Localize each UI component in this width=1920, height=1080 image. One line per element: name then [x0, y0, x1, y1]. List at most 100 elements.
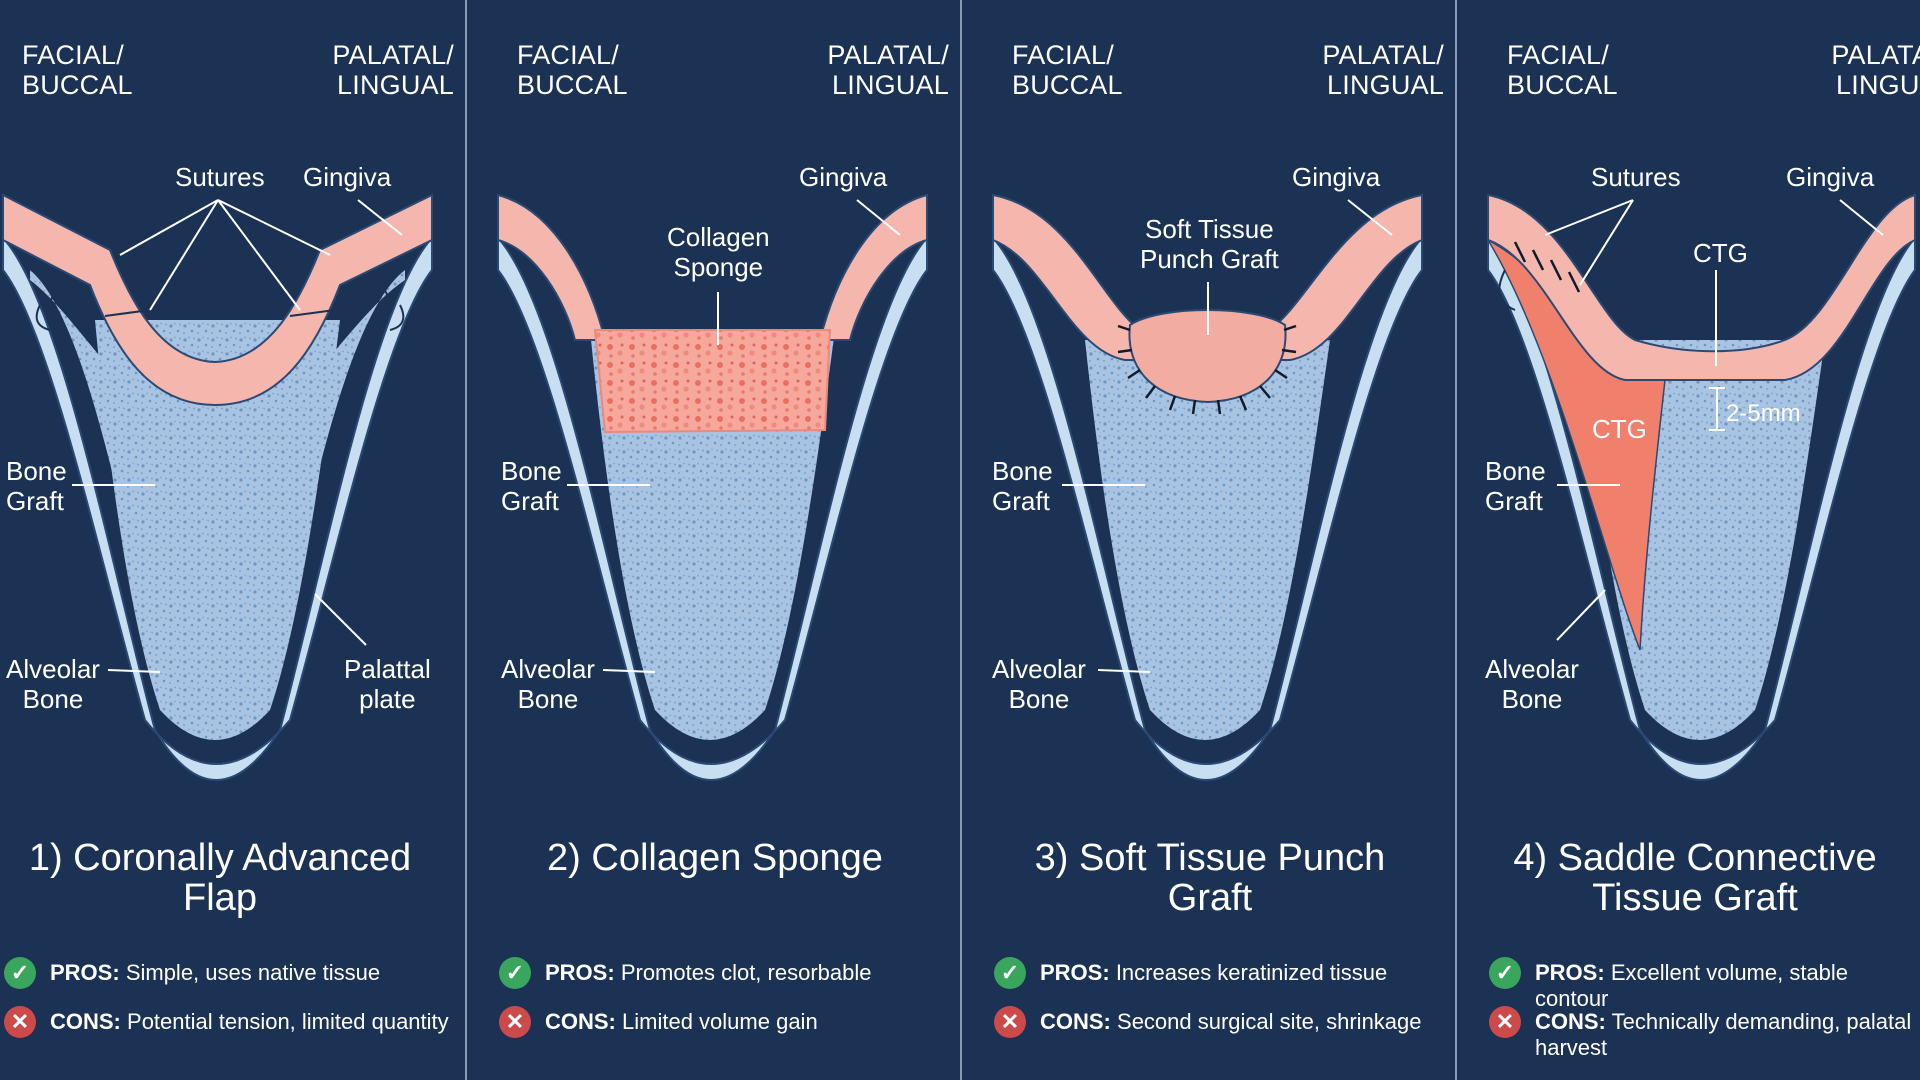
punch-graft-line-1: Soft Tissue	[1145, 214, 1274, 244]
x-icon: ✕	[499, 1006, 531, 1038]
bone-graft-label: Bone Graft	[992, 456, 1053, 516]
title-line-1: 3) Soft Tissue Punch Graft	[1034, 837, 1386, 919]
palatal-plate-line-2: plate	[359, 684, 416, 714]
ctg-top-label: CTG	[1693, 238, 1748, 268]
check-icon: ✓	[994, 957, 1026, 989]
facial-line-2: BUCCAL	[22, 70, 133, 100]
cons-label: CONS:	[1535, 1009, 1606, 1034]
pros-label: PROS:	[545, 960, 615, 985]
facial-line-1: FACIAL/	[517, 40, 619, 70]
pros-label: PROS:	[1535, 960, 1605, 985]
check-icon: ✓	[4, 957, 36, 989]
palatal-line-2: LINGUAL	[1836, 70, 1920, 100]
cons-value: Second surgical site, shrinkage	[1117, 1009, 1422, 1034]
palatal-lingual-label: PALATAL/ LINGUAL	[332, 40, 454, 100]
pros-value: Promotes clot, resorbable	[620, 960, 872, 985]
collagen-line-1: Collagen	[667, 222, 770, 252]
pros-value: Excellent volume, stable contour	[1535, 960, 1849, 1011]
cons-label: CONS:	[50, 1009, 121, 1034]
bone-graft-label: Bone Graft	[1485, 456, 1546, 516]
bone-graft-line-2: Graft	[6, 486, 64, 516]
panel-title: 3) Soft Tissue Punch Graft	[990, 838, 1430, 918]
title-line-1: 1) Coronally Advanced Flap	[28, 837, 412, 919]
cons-value-line-2: harvest	[1535, 1035, 1608, 1060]
cons-row: ✕ CONS: Limited volume gain	[499, 1006, 969, 1038]
x-icon: ✕	[1489, 1006, 1521, 1038]
bone-graft-line-1: Bone	[6, 456, 67, 486]
bone-graft-line-1: Bone	[992, 456, 1053, 486]
facial-buccal-label: FACIAL/ BUCCAL	[1012, 40, 1123, 100]
cons-value: Limited volume gain	[622, 1009, 818, 1034]
alveolar-line-2: Bone	[1501, 684, 1563, 714]
facial-buccal-label: FACIAL/ BUCCAL	[517, 40, 628, 100]
panel-coronally-advanced-flap: FACIAL/ BUCCAL PALATAL/ LINGUAL Sutures …	[0, 0, 480, 1080]
pros-text: PROS: Increases keratinized tissue	[1040, 960, 1387, 986]
palatal-line-2: LINGUAL	[337, 70, 454, 100]
alveolar-bone-label: Alveolar Bone	[6, 654, 100, 714]
pros-label: PROS:	[50, 960, 120, 985]
palatal-line-1: PALATAL/	[827, 40, 949, 70]
facial-line-1: FACIAL/	[1507, 40, 1609, 70]
socket-illustration	[497, 193, 928, 781]
bone-graft-line-1: Bone	[1485, 456, 1546, 486]
pros-row: ✓ PROS: Promotes clot, resorbable	[499, 957, 969, 989]
gingiva-label: Gingiva	[799, 162, 888, 192]
pros-row: ✓ PROS: Excellent volume, stable contour	[1489, 957, 1919, 1012]
facial-line-1: FACIAL/	[22, 40, 124, 70]
palatal-plate-label: Palattal plate	[344, 654, 431, 714]
bone-graft-line-2: Graft	[992, 486, 1050, 516]
alveolar-bone-label: Alveolar Bone	[992, 654, 1086, 714]
x-icon: ✕	[994, 1006, 1026, 1038]
palatal-lingual-label: PALATAL/ LINGUAL	[1831, 40, 1920, 100]
panel-divider	[960, 0, 962, 1080]
measure-label: 2-5mm	[1726, 400, 1801, 427]
alveolar-bone-label: Alveolar Bone	[1485, 654, 1579, 714]
sutures-label: Sutures	[175, 162, 265, 192]
pros-label: PROS:	[1040, 960, 1110, 985]
check-icon: ✓	[499, 957, 531, 989]
panel-title: 2) Collagen Sponge	[495, 838, 935, 878]
title-line-1: 4) Saddle Connective	[1513, 837, 1877, 879]
alveolar-line-1: Alveolar	[992, 654, 1086, 684]
palatal-lingual-label: PALATAL/ LINGUAL	[1322, 40, 1444, 100]
bone-graft-label: Bone Graft	[6, 456, 67, 516]
panel-divider	[465, 0, 467, 1080]
alveolar-line-2: Bone	[22, 684, 84, 714]
panel-saddle-connective-tissue-graft: FACIAL/ BUCCAL PALATAL/ LINGUAL Sutures …	[1485, 0, 1920, 1080]
palatal-line-2: LINGUAL	[832, 70, 949, 100]
cons-value: Potential tension, limited quantity	[127, 1009, 449, 1034]
pros-value: Increases keratinized tissue	[1115, 960, 1388, 985]
gingiva-label: Gingiva	[1292, 162, 1381, 192]
bone-graft-line-2: Graft	[501, 486, 559, 516]
title-line-2: Tissue Graft	[1592, 877, 1798, 919]
cons-text: CONS: Limited volume gain	[545, 1009, 818, 1035]
x-icon: ✕	[4, 1006, 36, 1038]
ctg-inner-label: CTG	[1592, 414, 1647, 444]
collagen-line-2: Sponge	[673, 252, 764, 282]
alveolar-bone-label: Alveolar Bone	[501, 654, 595, 714]
cons-text: CONS: Potential tension, limited quantit…	[50, 1009, 449, 1035]
pros-row: ✓ PROS: Simple, uses native tissue	[4, 957, 474, 989]
alveolar-line-1: Alveolar	[1485, 654, 1579, 684]
facial-line-1: FACIAL/	[1012, 40, 1114, 70]
pros-text: PROS: Simple, uses native tissue	[50, 960, 380, 986]
pros-row: ✓ PROS: Increases keratinized tissue	[994, 957, 1464, 989]
bone-graft-line-1: Bone	[501, 456, 562, 486]
bone-graft-label: Bone Graft	[501, 456, 562, 516]
alveolar-line-1: Alveolar	[501, 654, 595, 684]
facial-line-2: BUCCAL	[1507, 70, 1618, 100]
pros-text: PROS: Excellent volume, stable contour	[1535, 960, 1919, 1012]
socket-illustration	[992, 193, 1423, 781]
palatal-plate-line-1: Palattal	[344, 654, 431, 684]
palatal-lingual-label: PALATAL/ LINGUAL	[827, 40, 949, 100]
panel-title: 1) Coronally Advanced Flap	[0, 838, 440, 918]
gingiva-label: Gingiva	[303, 162, 392, 192]
panel-collagen-sponge: FACIAL/ BUCCAL PALATAL/ LINGUAL Gingiva …	[495, 0, 975, 1080]
punch-graft-line-2: Punch Graft	[1140, 244, 1279, 274]
palatal-line-1: PALATAL/	[1831, 40, 1920, 70]
alveolar-line-1: Alveolar	[6, 654, 100, 684]
pros-text: PROS: Promotes clot, resorbable	[545, 960, 871, 986]
cons-text: CONS: Second surgical site, shrinkage	[1040, 1009, 1422, 1035]
panel-title: 4) Saddle Connective Tissue Graft	[1485, 838, 1905, 918]
